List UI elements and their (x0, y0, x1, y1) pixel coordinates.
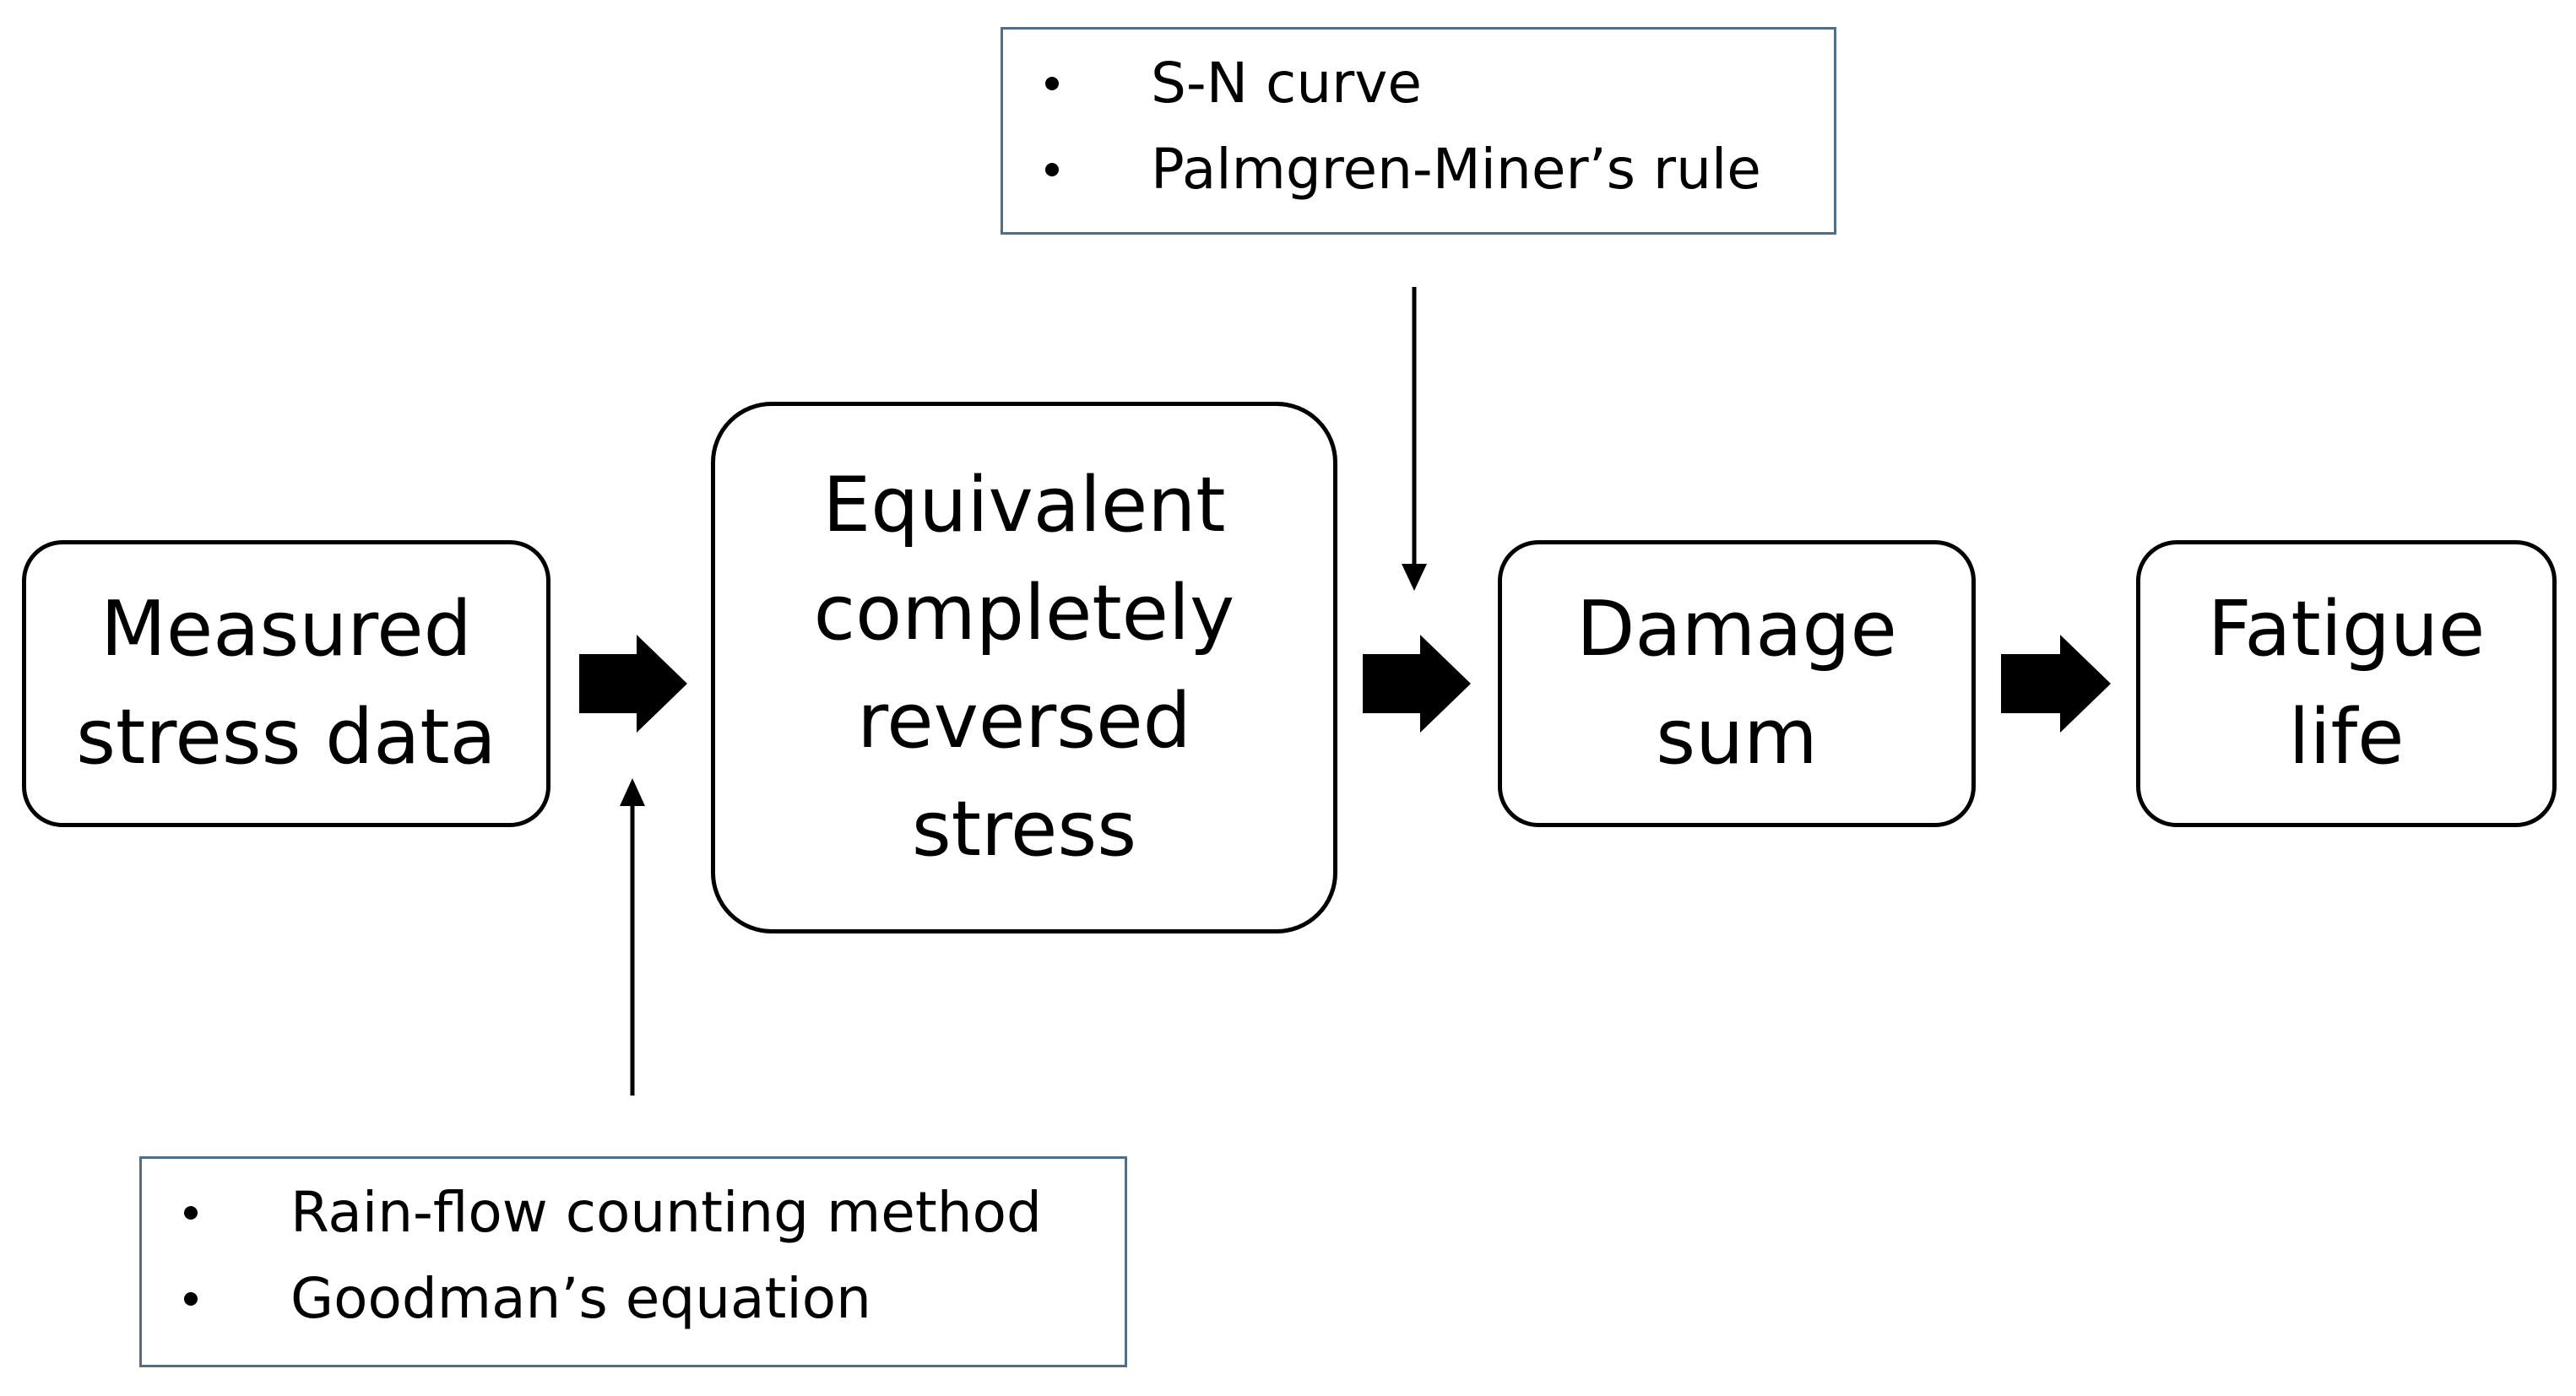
step-fatigue-life: Fatigue life (2136, 540, 2557, 827)
flow-arrow-1 (579, 635, 687, 733)
note-top: S-N curve Palmgren-Miner’s rule (1001, 27, 1836, 235)
flow-arrow-2 (1363, 635, 1471, 733)
step-label: Fatigue life (2207, 585, 2486, 782)
step-measured-stress-data: Measured stress data (22, 540, 550, 827)
bullet-icon (1045, 163, 1059, 176)
bullet-icon (184, 1292, 198, 1306)
step-damage-sum: Damage sum (1498, 540, 1976, 827)
bottom-note-arrowhead (620, 778, 645, 806)
step-label: Measured stress data (76, 585, 496, 782)
flow-arrow-3 (2001, 635, 2111, 733)
note-item-text: Rain-flow counting method (290, 1180, 1042, 1245)
note-item-text: Goodman’s equation (290, 1266, 871, 1331)
note-item-text: Palmgren-Miner’s rule (1151, 137, 1761, 202)
bullet-icon (184, 1206, 198, 1220)
note-bottom: Rain-flow counting method Goodman’s equa… (139, 1156, 1127, 1367)
step-label: Equivalent completely reversed stress (813, 461, 1235, 874)
bullet-icon (1045, 77, 1059, 90)
step-label: Damage sum (1576, 585, 1897, 782)
step-equivalent-reversed-stress: Equivalent completely reversed stress (711, 402, 1337, 933)
top-note-arrowhead (1402, 564, 1427, 591)
note-item-text: S-N curve (1151, 51, 1422, 116)
